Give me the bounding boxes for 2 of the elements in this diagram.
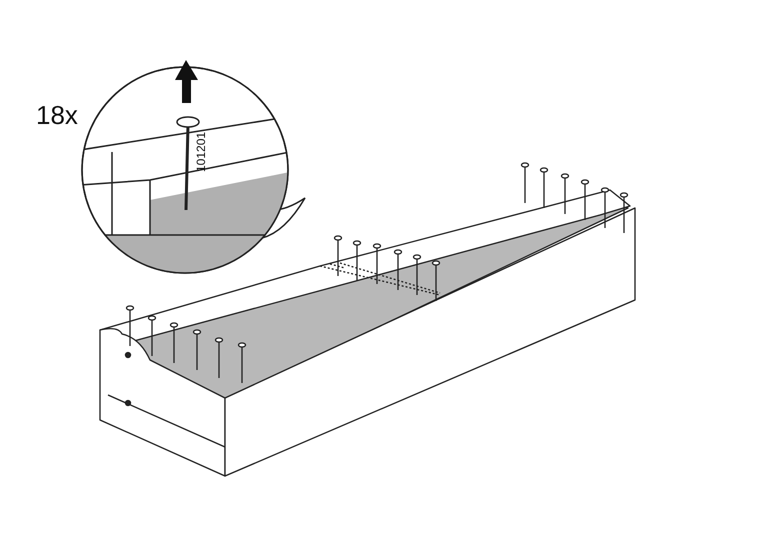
quantity-label: 18x [36, 100, 78, 131]
part-number: 101201 [194, 132, 208, 172]
